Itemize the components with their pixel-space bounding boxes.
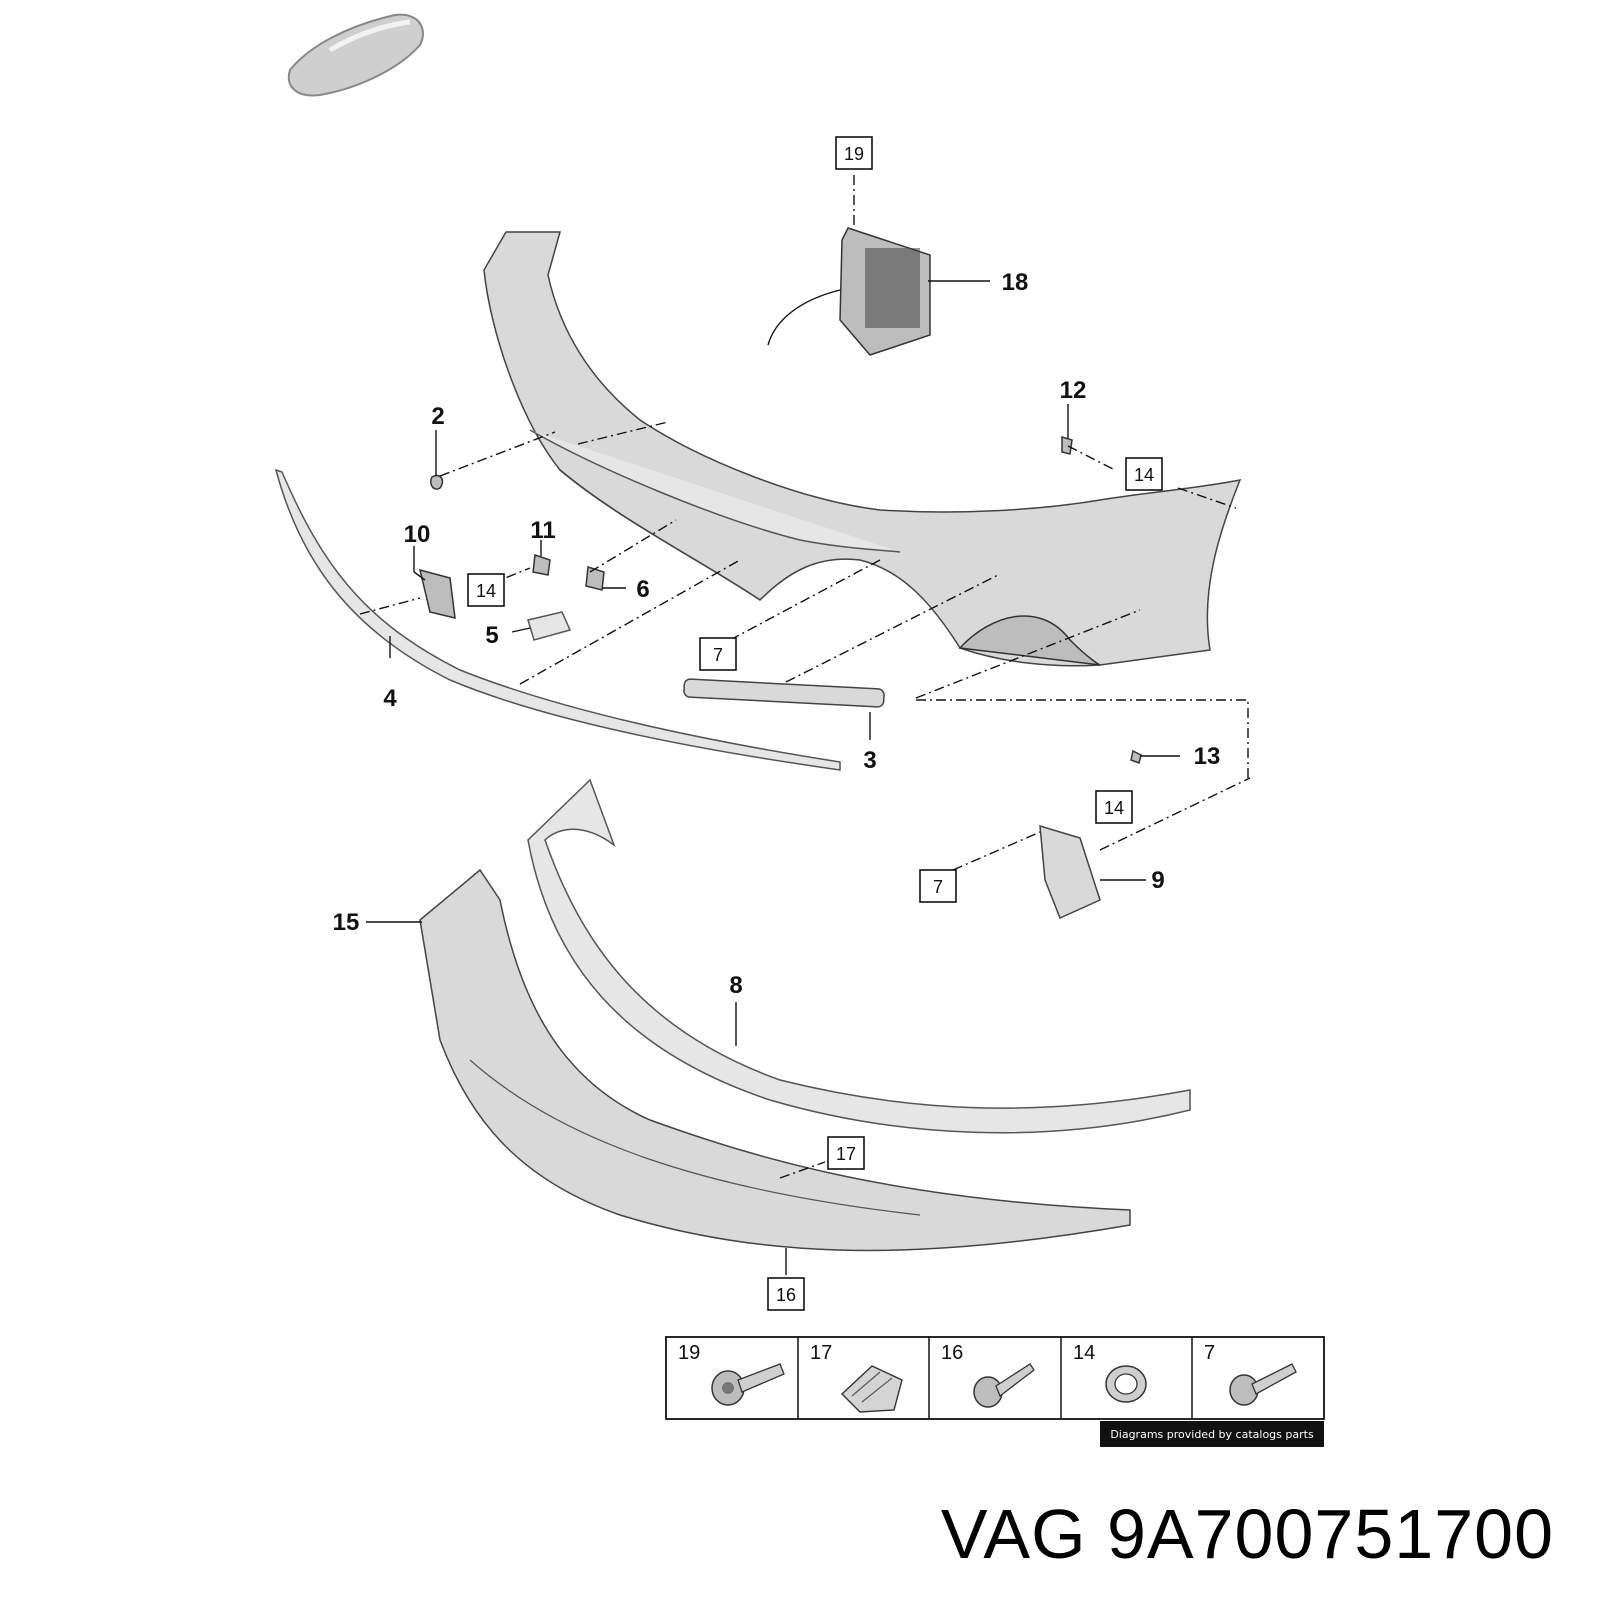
lower-spoiler-strip (274, 468, 841, 771)
callout-12: 12 (1060, 377, 1087, 404)
part-number-title: VAG 9A700751700 (940, 1495, 1554, 1573)
clip-nut-icon (840, 1365, 903, 1413)
callout-4: 4 (383, 685, 397, 712)
legend-num-16: 16 (941, 1342, 963, 1364)
svg-text:16: 16 (776, 1285, 796, 1305)
legend-num-7: 7 (1204, 1342, 1215, 1364)
callout-5: 5 (485, 622, 498, 649)
bracket-left (418, 568, 456, 619)
callout-6: 6 (636, 576, 649, 603)
credit-text: Diagrams provided by catalogs parts (1110, 1428, 1314, 1441)
callout-10: 10 (404, 521, 431, 548)
callout-2: 2 (431, 403, 444, 430)
clip-6 (585, 566, 605, 591)
callout-8: 8 (729, 972, 742, 999)
bracket-5 (527, 611, 572, 641)
callout-15: 15 (333, 909, 360, 936)
callout-9: 9 (1151, 867, 1164, 894)
boxed-ref-19: 19 (835, 136, 873, 170)
svg-text:14: 14 (1104, 798, 1124, 818)
svg-text:14: 14 (476, 581, 496, 601)
fastener-legend: 19 17 16 14 7 Di (665, 1336, 1325, 1447)
leader-lines (366, 280, 1180, 1275)
callout-3: 3 (863, 747, 876, 774)
grommet-ring-icon (1105, 1365, 1147, 1403)
legend-num-14: 14 (1073, 1342, 1095, 1364)
boxed-ref-14: 14 (1095, 790, 1133, 824)
cap-2 (429, 474, 444, 490)
svg-text:7: 7 (713, 645, 723, 665)
callout-13: 13 (1194, 743, 1221, 770)
svg-text:14: 14 (1134, 465, 1154, 485)
callout-18: 18 (1002, 269, 1029, 296)
boxed-ref-7: 7 (919, 869, 957, 903)
boxed-ref-7: 7 (699, 637, 737, 671)
svg-text:17: 17 (836, 1144, 856, 1164)
svg-text:19: 19 (844, 144, 864, 164)
connection-lines (359, 175, 1251, 1179)
boxed-ref-14: 14 (1125, 457, 1163, 491)
car-silhouette-icon (287, 13, 424, 97)
trim-strip (683, 678, 885, 708)
clip-12 (1061, 435, 1073, 455)
flange-bolt-icon (1229, 1363, 1297, 1406)
credit-bar (1100, 1421, 1324, 1447)
clip-11 (532, 553, 551, 576)
boxed-ref-17: 17 (827, 1136, 865, 1170)
lower-diffuser (419, 868, 1131, 1252)
svg-text:7: 7 (933, 877, 943, 897)
screw-bolt-icon (711, 1363, 785, 1406)
legend-num-19: 19 (678, 1342, 700, 1364)
control-unit (767, 227, 931, 356)
lower-moulding (527, 778, 1191, 1134)
clip-13 (1130, 749, 1142, 764)
boxed-ref-16: 16 (767, 1277, 805, 1311)
self-tapping-screw-icon (973, 1363, 1035, 1408)
legend-num-17: 17 (810, 1342, 832, 1364)
callout-11: 11 (530, 517, 555, 544)
boxed-ref-14: 14 (467, 573, 505, 607)
bracket-9 (1039, 824, 1101, 920)
bumper-cover (483, 231, 1242, 667)
